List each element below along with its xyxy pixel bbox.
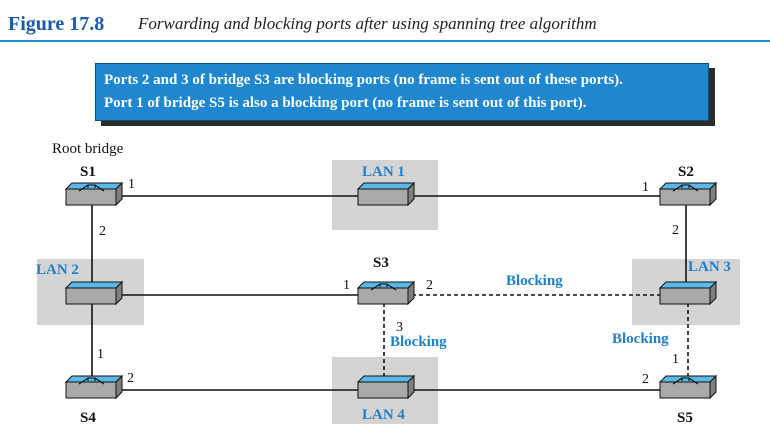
port-s4-2: 2 — [127, 371, 134, 386]
note-line-2: Port 1 of bridge S5 is also a blocking p… — [104, 95, 587, 111]
figure-header: Figure 17.8 Forwarding and blocking port… — [0, 0, 770, 40]
bridge-s3-icon — [357, 281, 415, 305]
blocking-links — [383, 294, 689, 378]
bridge-s4-label: S4 — [80, 410, 96, 426]
port-s2-2: 2 — [672, 223, 679, 238]
blocking-label-s3-port3: Blocking — [390, 334, 447, 350]
figure-title: Forwarding and blocking ports after usin… — [138, 14, 597, 33]
port-s1-2: 2 — [99, 224, 106, 239]
lan2-hub-icon — [65, 281, 123, 305]
lan4-hub-icon — [357, 375, 415, 399]
figure-number: Figure 17.8 — [8, 13, 105, 35]
bridge-s5-label: S5 — [677, 410, 693, 426]
bridge-s3-label: S3 — [373, 255, 389, 271]
port-s1-1: 1 — [128, 177, 135, 192]
lan1-hub-icon — [357, 182, 415, 206]
bridge-s2-icon — [659, 182, 717, 206]
blocking-label-s3-port2: Blocking — [506, 273, 563, 289]
port-s3-1: 1 — [343, 278, 350, 293]
port-s3-3: 3 — [396, 320, 403, 335]
forwarding-links — [91, 195, 687, 391]
port-s5-1: 1 — [672, 352, 679, 367]
bridge-s5-icon — [659, 375, 717, 399]
bridge-s2-label: S2 — [678, 164, 694, 180]
bridge-s1-icon — [65, 182, 123, 206]
bridge-s4-icon — [65, 375, 123, 399]
note-line-1: Ports 2 and 3 of bridge S3 are blocking … — [104, 72, 623, 88]
port-s5-2: 2 — [642, 372, 649, 387]
port-s2-1: 1 — [642, 180, 649, 195]
lan3-hub-icon — [659, 281, 717, 305]
root-bridge-label: Root bridge — [52, 141, 124, 157]
lan4-label: LAN 4 — [362, 407, 405, 423]
port-s4-1: 1 — [97, 347, 104, 362]
bridge-s1-label: S1 — [80, 164, 96, 180]
port-s3-2: 2 — [426, 278, 433, 293]
lan2-label: LAN 2 — [36, 262, 79, 278]
header-rule — [0, 40, 770, 42]
note-box: Ports 2 and 3 of bridge S3 are blocking … — [95, 63, 709, 121]
blocking-label-s5-port1: Blocking — [612, 331, 669, 347]
lan1-label: LAN 1 — [362, 164, 405, 180]
lan3-label: LAN 3 — [688, 259, 731, 275]
